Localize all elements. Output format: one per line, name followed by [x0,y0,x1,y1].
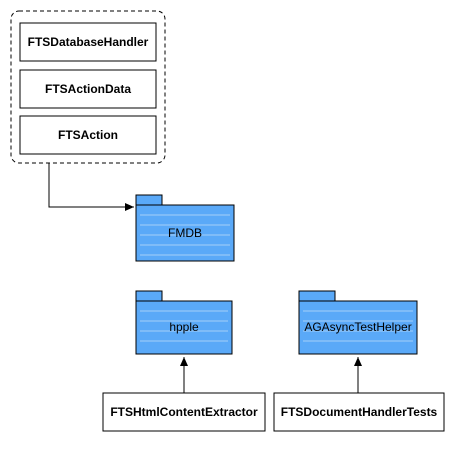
class-label-ftshtmlcontentextractor: FTSHtmlContentExtractor [110,405,258,419]
package-hpple[interactable]: hpple [135,290,233,355]
class-box-ftshtmlcontentextractor[interactable]: FTSHtmlContentExtractor [102,392,266,432]
package-agasynctesthelper[interactable]: AGAsyncTestHelper [298,290,418,355]
class-label-ftsdocumenthandlertests: FTSDocumentHandlerTests [281,405,438,419]
class-label-ftsdatabasehandler: FTSDatabaseHandler [28,35,149,49]
package-fmdb[interactable]: FMDB [135,194,235,262]
class-label-ftsaction: FTSAction [58,128,118,142]
class-box-ftsactiondata[interactable]: FTSActionData [19,69,157,109]
package-label-fmdb: FMDB [168,226,202,240]
class-group-container [10,10,166,164]
package-label-agasynctesthelper: AGAsyncTestHelper [304,320,411,334]
class-box-ftsdatabasehandler[interactable]: FTSDatabaseHandler [19,22,157,62]
package-label-hpple: hpple [169,320,199,334]
class-box-ftsaction[interactable]: FTSAction [19,115,157,155]
dependency-arrow-group-to-fmdb [48,163,134,211]
class-label-ftsactiondata: FTSActionData [45,82,131,96]
class-box-ftsdocumenthandlertests[interactable]: FTSDocumentHandlerTests [273,392,445,432]
